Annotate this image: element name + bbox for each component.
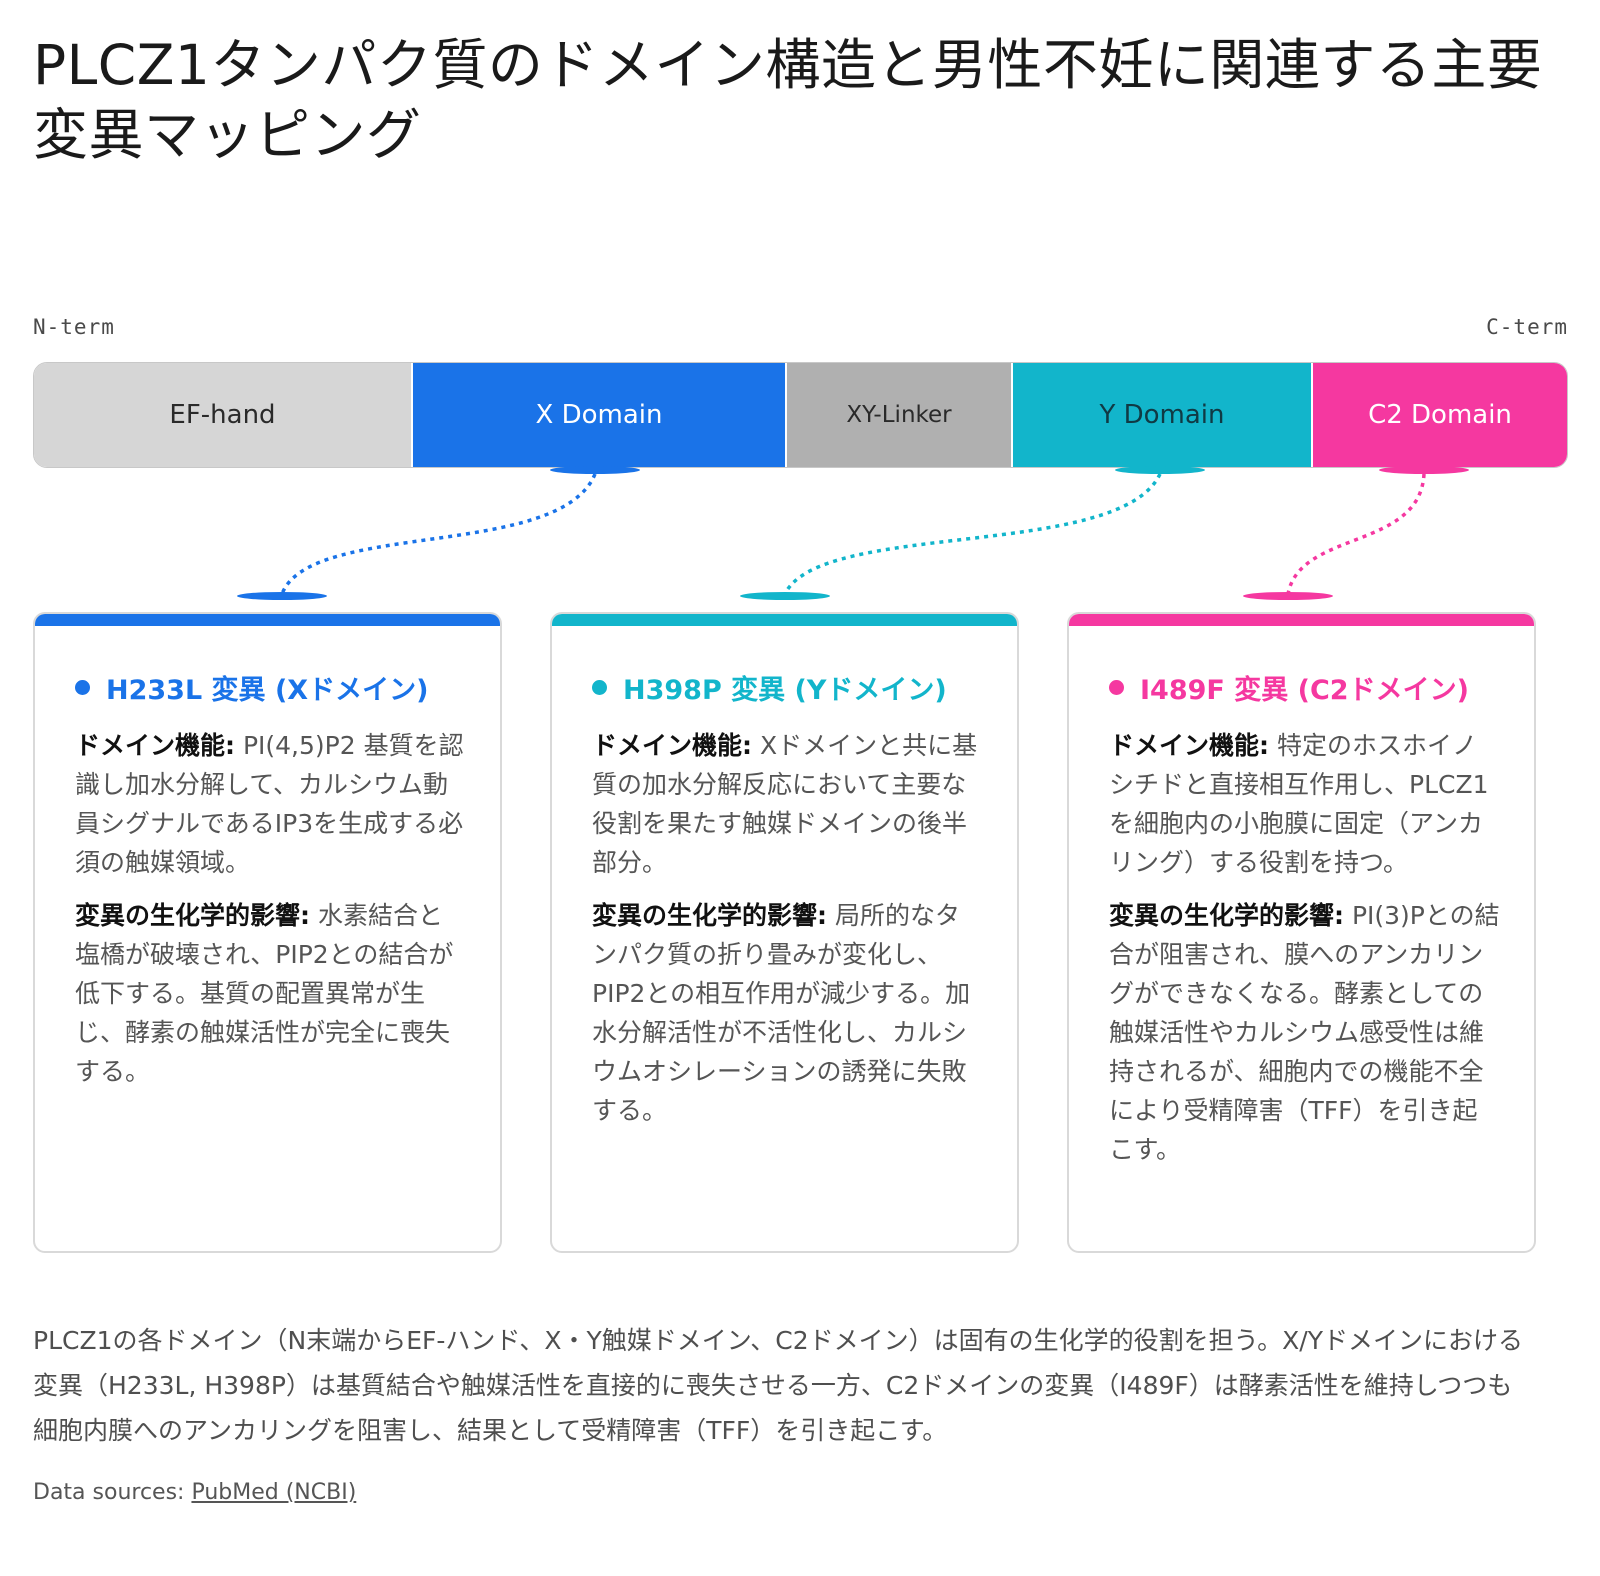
- mutation-heading: H398P 変異 (Yドメイン): [623, 675, 947, 706]
- domain-ef-hand: EF-hand: [34, 363, 411, 467]
- protein-domain-bar: EF-hand X Domain XY-Linker Y Domain C2 D…: [33, 362, 1568, 468]
- anchor-h398p-card: [740, 592, 830, 600]
- page-title: PLCZ1タンパク質のドメイン構造と男性不妊に関連する主要変異マッピング: [33, 33, 1543, 167]
- bullet-dot-icon: [1109, 680, 1124, 695]
- pubmed-link[interactable]: PubMed (NCBI): [191, 1480, 357, 1505]
- mutation-card-h233l: H233L 変異 (Xドメイン) ドメイン機能: PI(4,5)P2 基質を認識…: [33, 612, 502, 1253]
- c-terminus-label: C-term: [1486, 315, 1568, 339]
- biochemical-impact: 変異の生化学的影響: 局所的なタンパク質の折り畳みが変化し、PIP2との相互作用…: [592, 901, 971, 1125]
- n-terminus-label: N-term: [33, 315, 115, 339]
- data-sources: Data sources: PubMed (NCBI): [33, 1480, 356, 1505]
- domain-xy-linker: XY-Linker: [785, 363, 1011, 467]
- connector-c2: [1243, 466, 1469, 600]
- mutation-heading: I489F 変異 (C2ドメイン): [1140, 675, 1469, 706]
- connector-x: [237, 466, 640, 600]
- anchor-h233l-card: [237, 592, 327, 600]
- domain-function: ドメイン機能: 特定のホスホイノシチドと直接相互作用し、PLCZ1を細胞内の小胞…: [1109, 731, 1489, 877]
- domain-function: ドメイン機能: PI(4,5)P2 基質を認識し加水分解して、カルシウム動員シグ…: [75, 731, 464, 877]
- bullet-dot-icon: [75, 680, 90, 695]
- mutation-card-h398p: H398P 変異 (Yドメイン) ドメイン機能: Xドメインと共に基質の加水分解…: [550, 612, 1019, 1253]
- connector-x-line: [280, 473, 597, 595]
- domain-c2: C2 Domain: [1311, 363, 1567, 467]
- domain-y: Y Domain: [1011, 363, 1311, 467]
- anchor-i489f-card: [1243, 592, 1333, 600]
- connector-y-line: [783, 473, 1162, 595]
- mutation-card-i489f: I489F 変異 (C2ドメイン) ドメイン機能: 特定のホスホイノシチドと直接…: [1067, 612, 1536, 1253]
- biochemical-impact: 変異の生化学的影響: PI(3)Pとの結合が阻害され、膜へのアンカリングができな…: [1109, 901, 1500, 1164]
- biochemical-impact: 変異の生化学的影響: 水素結合と塩橋が破壊され、PIP2との結合が低下する。基質…: [75, 901, 454, 1086]
- domain-x: X Domain: [411, 363, 785, 467]
- card-accent-bar: [552, 614, 1017, 626]
- mutation-heading: H233L 変異 (Xドメイン): [106, 675, 429, 706]
- card-accent-bar: [35, 614, 500, 626]
- card-accent-bar: [1069, 614, 1534, 626]
- data-sources-prefix: Data sources:: [33, 1480, 192, 1505]
- domain-function: ドメイン機能: Xドメインと共に基質の加水分解反応において主要な役割を果たす触媒…: [592, 731, 978, 877]
- summary-text: PLCZ1の各ドメイン（N末端からEF-ハンド、X・Y触媒ドメイン、C2ドメイン…: [33, 1326, 1523, 1445]
- connector-c2-line: [1286, 473, 1426, 595]
- bullet-dot-icon: [592, 680, 607, 695]
- connector-y: [740, 466, 1205, 600]
